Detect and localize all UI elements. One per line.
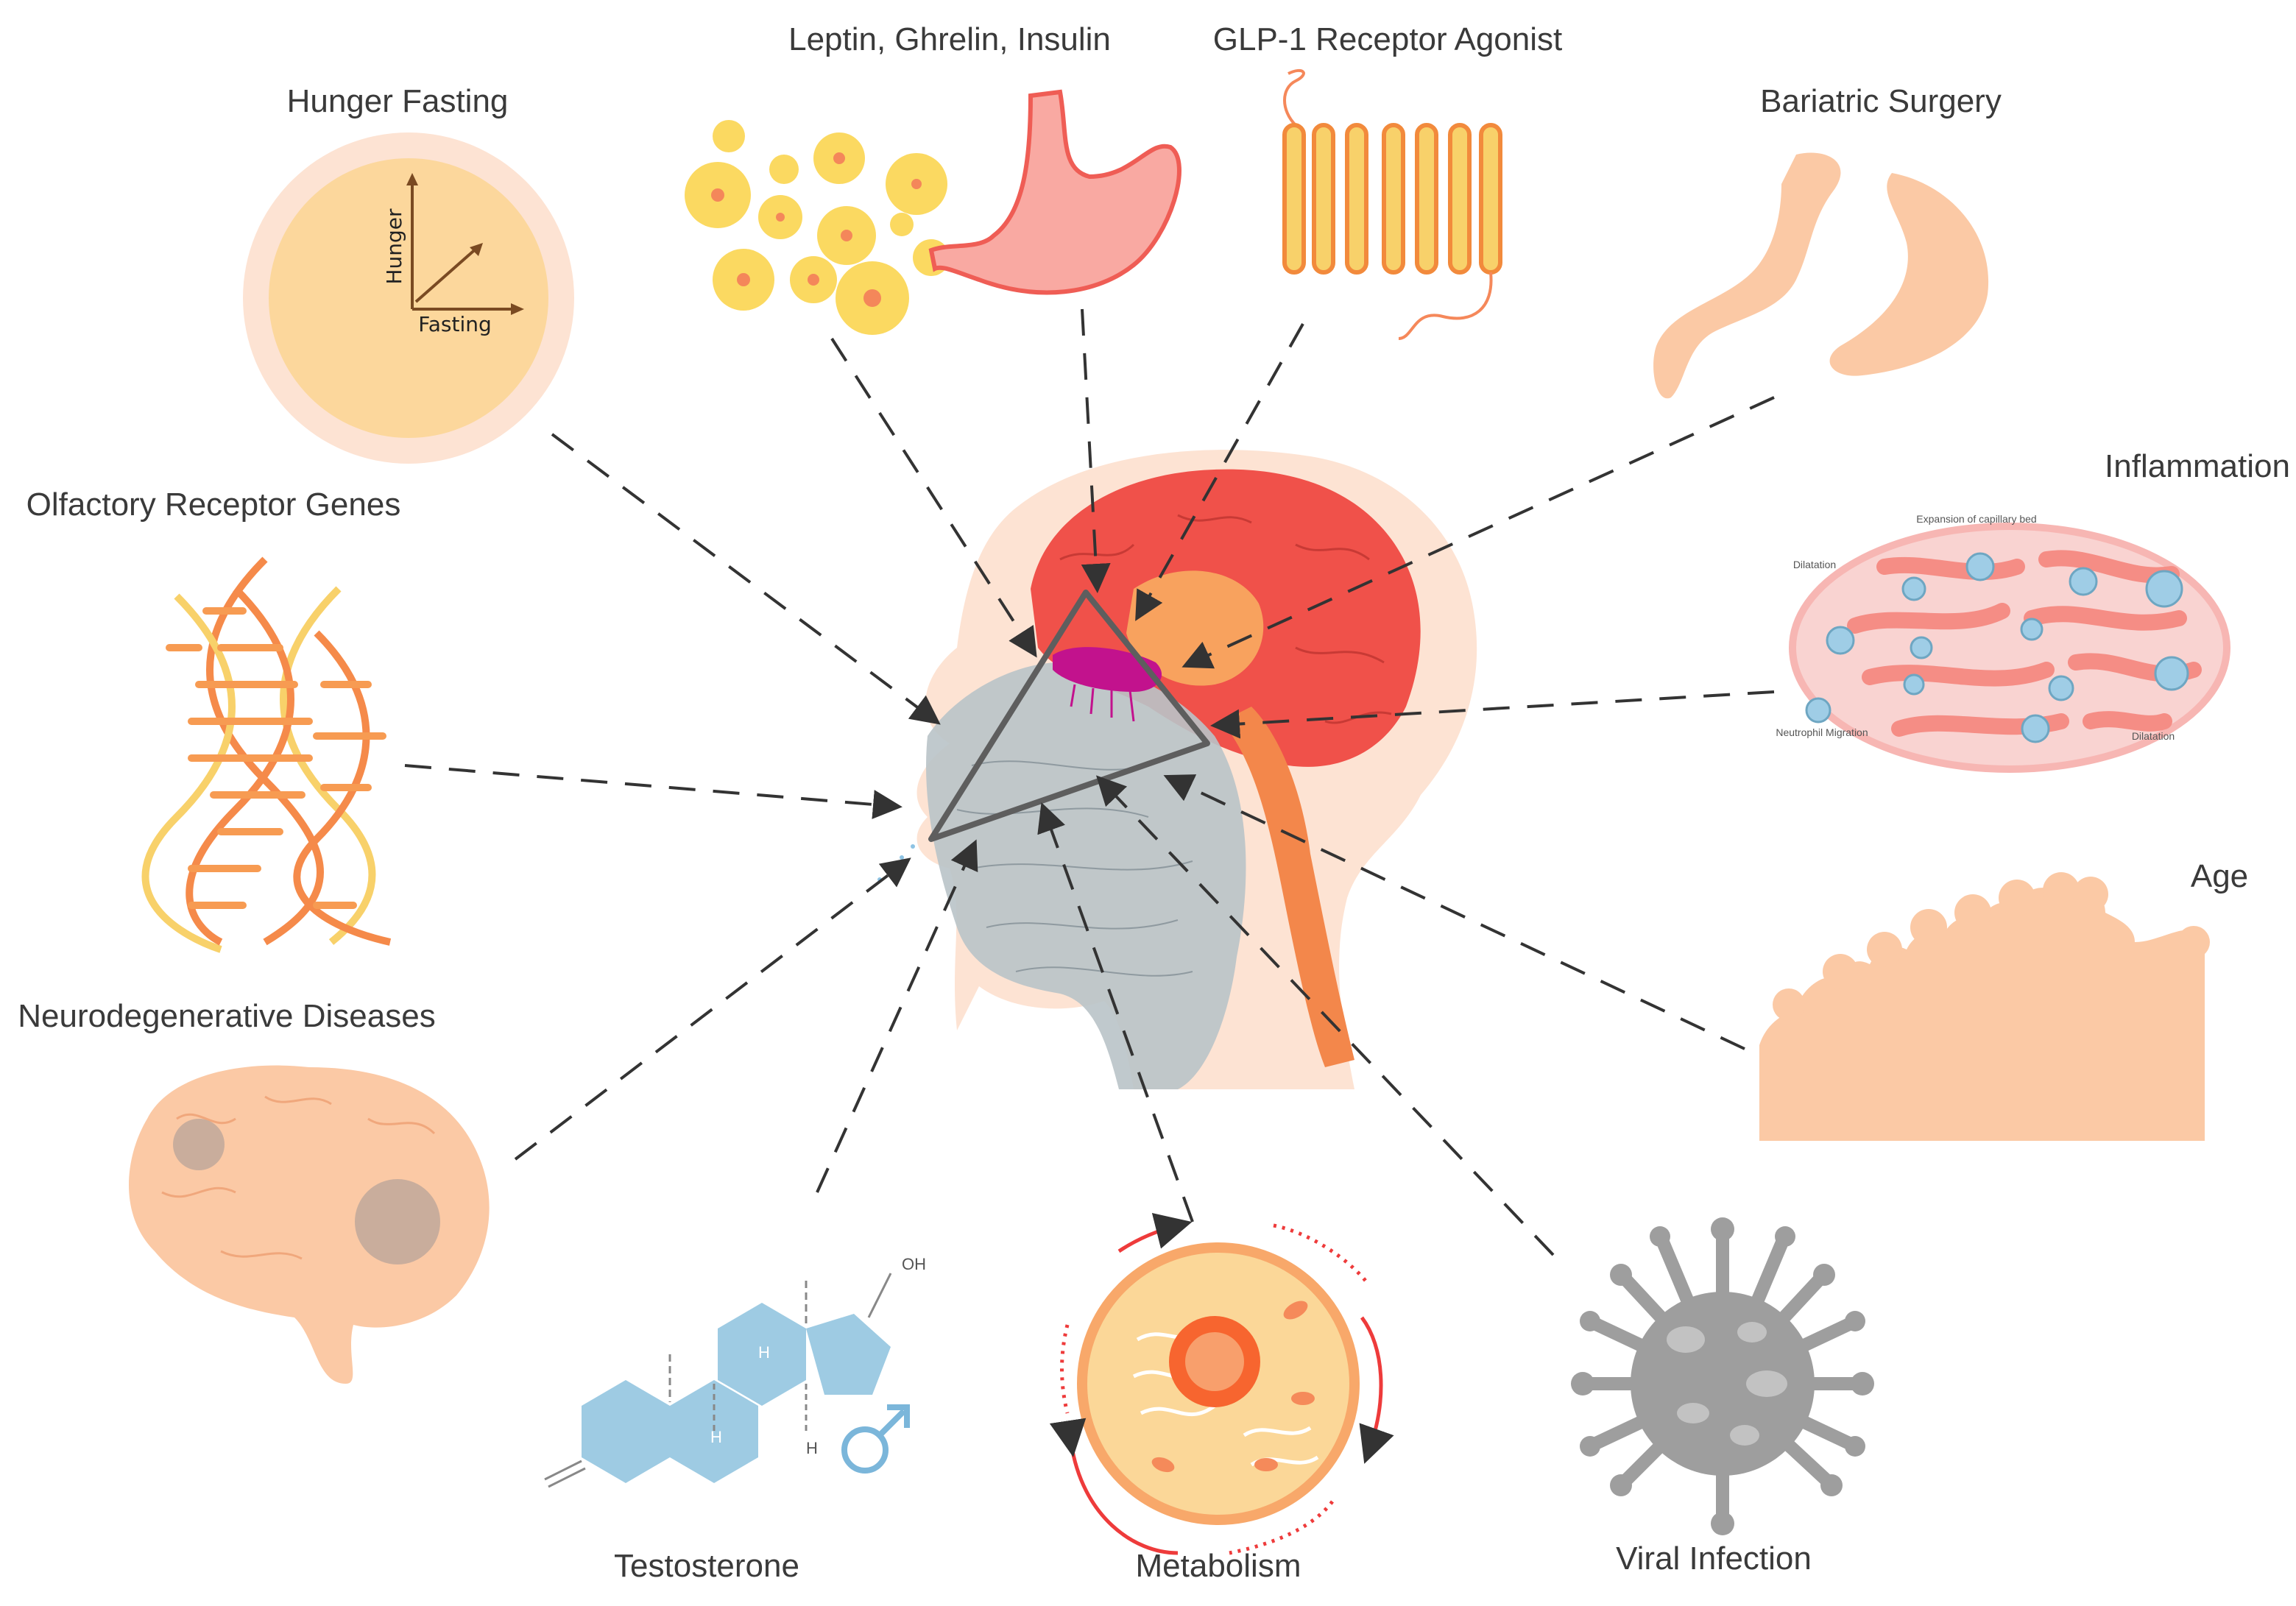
arrow-neurodegenerative bbox=[514, 857, 911, 1161]
glp1-label: GLP-1 Receptor Agonist bbox=[1213, 21, 1562, 57]
olfactory-receptor-genes-label: Olfactory Receptor Genes bbox=[27, 487, 401, 523]
leptin-ghrelin-insulin-label: Leptin, Ghrelin, Insulin bbox=[788, 21, 1111, 57]
arrow-viral bbox=[1095, 775, 1555, 1256]
arrow-hunger bbox=[551, 433, 941, 725]
lesion-large bbox=[355, 1179, 440, 1264]
lesion-small bbox=[173, 1119, 225, 1170]
metabolism-label: Metabolism bbox=[1136, 1548, 1301, 1584]
arrow-testosterone bbox=[816, 839, 978, 1193]
inflammation-group: Inflammation Expansion of capillary bed … bbox=[1776, 448, 2290, 773]
receptor-helices bbox=[1282, 123, 1502, 275]
influence-arrows bbox=[404, 308, 1775, 1256]
age-group: Age bbox=[1759, 858, 2248, 1141]
arrow-inflammation bbox=[1210, 690, 1775, 739]
people-silhouettes bbox=[1759, 882, 2205, 1141]
h-atom-2: H bbox=[710, 1428, 722, 1446]
dna-bars bbox=[166, 607, 386, 909]
testosterone-label: Testosterone bbox=[614, 1548, 799, 1584]
virus-spots bbox=[1667, 1322, 1787, 1446]
h-atom-3: H bbox=[806, 1439, 818, 1457]
h-atom-1: H bbox=[758, 1343, 770, 1362]
leptin-group: Leptin, Ghrelin, Insulin bbox=[685, 21, 1181, 335]
dilatation-left-note: Dilatation bbox=[1793, 559, 1836, 570]
hunger-axes bbox=[411, 180, 515, 311]
arrow-glp1 bbox=[1135, 323, 1304, 621]
viral-infection-label: Viral Infection bbox=[1616, 1540, 1812, 1577]
fasting-axis-label: Fasting bbox=[418, 312, 492, 336]
brainstem bbox=[1222, 707, 1354, 1067]
tissue-ellipse bbox=[1789, 523, 2230, 773]
olfactory-genes-group: Olfactory Receptor Genes bbox=[27, 487, 401, 953]
stomach bbox=[928, 89, 1181, 295]
nasal-cavity bbox=[926, 662, 1246, 1089]
dilatation-right-note: Dilatation bbox=[2132, 730, 2175, 742]
brain-folds bbox=[1059, 514, 1392, 724]
arrow-leptin bbox=[830, 337, 1037, 658]
hunger-axis-label: Hunger bbox=[382, 208, 406, 285]
viral-infection-group: Viral Infection bbox=[1571, 1217, 1874, 1577]
central-head bbox=[877, 450, 1477, 1089]
neuro-folds bbox=[161, 1095, 436, 1260]
virus-spike-tips bbox=[1571, 1217, 1874, 1535]
hunger-fasting-label: Hunger Fasting bbox=[287, 83, 509, 119]
metabolism-group: Metabolism bbox=[1049, 1213, 1394, 1584]
glp1-group: GLP-1 Receptor Agonist bbox=[1213, 21, 1562, 340]
sleeve-stomach bbox=[1653, 152, 1841, 399]
age-label: Age bbox=[2191, 858, 2248, 894]
neurodegenerative-group: Neurodegenerative Diseases bbox=[18, 998, 490, 1384]
steroid-rings bbox=[582, 1303, 891, 1483]
olfactory-fibers bbox=[1070, 684, 1135, 722]
oh-group: OH bbox=[902, 1255, 926, 1273]
arrow-age bbox=[1163, 774, 1745, 1050]
mitochondria bbox=[1151, 1301, 1315, 1473]
people-heads bbox=[1773, 872, 2210, 1021]
expansion-note: Expansion of capillary bed bbox=[1916, 513, 2036, 525]
bariatric-surgery-label: Bariatric Surgery bbox=[1760, 83, 2002, 119]
male-symbol-icon bbox=[841, 1404, 910, 1474]
steroid-bonds bbox=[544, 1273, 892, 1488]
hunger-inner-circle bbox=[269, 158, 548, 438]
arrow-bariatric bbox=[1181, 396, 1775, 669]
neutrophil-migration-note: Neutrophil Migration bbox=[1776, 726, 1868, 738]
removed-stomach bbox=[1829, 173, 1989, 376]
olfactory-bulb bbox=[1053, 647, 1162, 692]
arrow-olfactory bbox=[404, 764, 902, 819]
nucleolus bbox=[1185, 1332, 1244, 1391]
arrow-insulin bbox=[1081, 308, 1111, 593]
neutrophils bbox=[1805, 552, 2189, 743]
neurodegenerative-diseases-label: Neurodegenerative Diseases bbox=[18, 998, 435, 1034]
dna-helices bbox=[141, 556, 392, 953]
odor-particles bbox=[877, 844, 915, 882]
olfactory-triangle bbox=[928, 590, 1210, 842]
cycle-arrows bbox=[1049, 1213, 1394, 1555]
arrow-metabolism bbox=[1037, 802, 1194, 1223]
inflammation-label: Inflammation bbox=[2105, 448, 2290, 484]
fat-cells bbox=[685, 120, 950, 335]
bariatric-group: Bariatric Surgery bbox=[1653, 83, 2002, 399]
hunger-fasting-group: Hunger Fasting Hunger Fasting bbox=[243, 83, 574, 464]
testosterone-group: Testosterone OH H H H bbox=[544, 1255, 926, 1584]
